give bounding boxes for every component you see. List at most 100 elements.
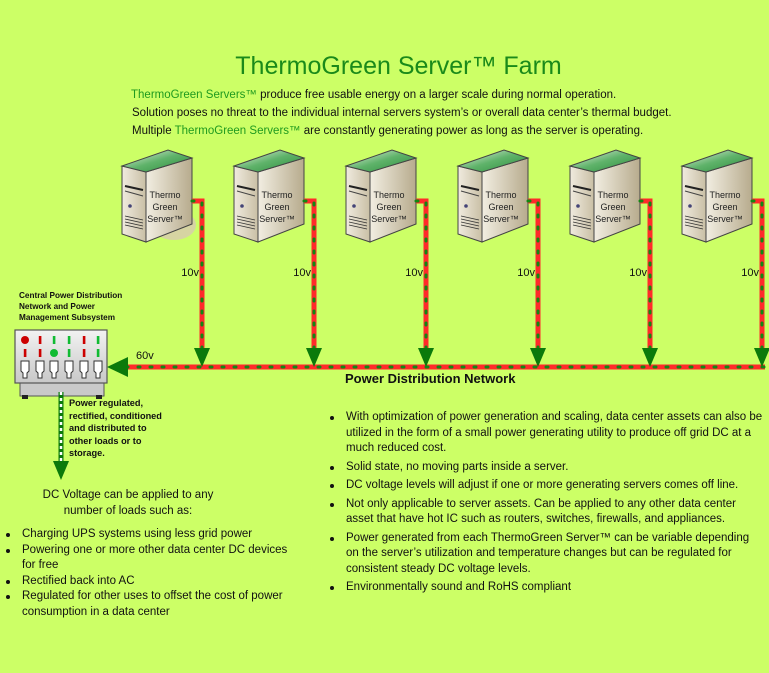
server-voltage-label: 10v <box>629 267 647 279</box>
outlet-icon <box>35 360 45 379</box>
server-voltage-label: 10v <box>741 267 759 279</box>
down-arrow-icon <box>754 348 769 367</box>
list-item: Not only applicable to server assets. Ca… <box>324 497 764 528</box>
status-led-icon <box>82 349 86 357</box>
list-item: DC voltage levels will adjust if one or … <box>324 478 764 494</box>
outlet-icon <box>49 360 59 379</box>
server-wire <box>414 198 429 353</box>
server-voltage-label: 10v <box>293 267 311 279</box>
label-line: storage. <box>69 448 105 458</box>
list-item: Environmentally sound and RoHS compliant <box>324 580 764 596</box>
list-item: Regulated for other uses to offset the c… <box>0 589 300 620</box>
server-label: Green <box>376 202 401 212</box>
server-label: Server™ <box>483 214 519 224</box>
label-line: Power regulated, <box>69 398 144 408</box>
server-voltage-label: 10v <box>517 267 535 279</box>
label-line: other loads or to <box>69 435 142 446</box>
server-label: Server™ <box>371 214 407 224</box>
server-label: Green <box>488 202 513 212</box>
down-arrow-icon <box>194 348 210 367</box>
benefits-list: With optimization of power generation an… <box>324 410 764 599</box>
server-voltage-label: 10v <box>405 267 423 279</box>
label-line: and distributed to <box>69 423 147 433</box>
server-label: Server™ <box>147 214 183 224</box>
server-label: Thermo <box>149 190 180 200</box>
down-arrow-icon <box>642 348 658 367</box>
list-item: With optimization of power generation an… <box>324 410 764 457</box>
status-led-icon <box>38 349 42 357</box>
loads-intro: DC Voltage can be applied to any number … <box>23 487 233 519</box>
down-arrow-icon <box>530 348 546 367</box>
intro-line-3: Multiple ThermoGreen Servers™ are consta… <box>132 125 643 137</box>
intro-text: are constantly generating power as long … <box>300 125 644 137</box>
loads-list: Charging UPS systems using less grid pow… <box>0 527 300 620</box>
status-led-icon <box>50 349 58 357</box>
server-wire <box>750 198 765 353</box>
output-arrow-icon <box>53 461 69 480</box>
outlet-icon <box>64 360 74 379</box>
status-led-icon <box>23 349 27 357</box>
status-led-icon <box>52 336 56 344</box>
intro-line: DC Voltage can be applied to any <box>42 489 214 501</box>
intro-line: number of loads such as: <box>63 505 193 517</box>
bus-label: Power Distribution Network <box>345 371 516 386</box>
server-label: Server™ <box>595 214 631 224</box>
server-wire <box>638 198 653 353</box>
label-line: Network and Power <box>19 302 95 311</box>
status-led-icon <box>82 336 86 344</box>
label-line: rectified, conditioned <box>69 410 162 421</box>
power-panel <box>14 329 108 384</box>
server-label: Green <box>600 202 625 212</box>
status-led-icon <box>21 336 29 344</box>
server-wire <box>302 198 317 353</box>
intro-line-1: ThermoGreen Servers™ produce free usable… <box>131 89 616 101</box>
output-line <box>53 392 69 480</box>
server-label: Green <box>264 202 289 212</box>
central-power-unit <box>14 329 108 399</box>
label-line: Central Power Distribution <box>19 291 123 300</box>
list-item: Power generated from each ThermoGreen Se… <box>324 531 764 578</box>
intro-line-2: Solution poses no threat to the individu… <box>132 107 672 119</box>
status-led-icon <box>38 336 42 344</box>
status-led-icon <box>96 336 100 344</box>
server-label: Thermo <box>597 190 628 200</box>
label-line: Management Subsystem <box>19 313 116 322</box>
intro-text: Multiple <box>132 125 175 137</box>
server-label: Server™ <box>707 214 743 224</box>
list-item: Solid state, no moving parts inside a se… <box>324 460 764 476</box>
outlet-icon <box>93 360 103 379</box>
central-power-label: Central Power Distribution Network and P… <box>19 290 122 323</box>
bus-arrow-icon <box>107 357 128 377</box>
output-label: Power regulated, rectified, conditioned … <box>69 397 162 460</box>
outlet-icon <box>79 360 89 379</box>
server-label: Thermo <box>373 190 404 200</box>
server-wire <box>526 198 541 353</box>
outlet-icon <box>20 360 30 379</box>
server-label: Thermo <box>709 190 740 200</box>
intro-text: produce free usable energy on a larger s… <box>256 89 617 101</box>
server-label: Thermo <box>485 190 516 200</box>
status-led-icon <box>67 336 71 344</box>
brand-highlight: ThermoGreen Servers™ <box>174 125 301 137</box>
down-arrow-icon <box>306 348 322 367</box>
server-label: Green <box>152 202 177 212</box>
status-led-icon <box>67 349 71 357</box>
server-voltage-label: 10v <box>181 267 199 279</box>
server-wire <box>190 198 205 353</box>
page-title: ThermoGreen Server™ Farm <box>235 52 562 80</box>
status-led-icon <box>96 349 100 357</box>
list-item: Rectified back into AC <box>0 574 300 590</box>
server-label: Green <box>712 202 737 212</box>
server-label: Thermo <box>261 190 292 200</box>
list-item: Charging UPS systems using less grid pow… <box>0 527 300 543</box>
bus-voltage-label: 60v <box>136 350 154 362</box>
server-label: Server™ <box>259 214 295 224</box>
brand-highlight: ThermoGreen Servers™ <box>131 89 257 101</box>
list-item: Powering one or more other data center D… <box>0 543 300 574</box>
